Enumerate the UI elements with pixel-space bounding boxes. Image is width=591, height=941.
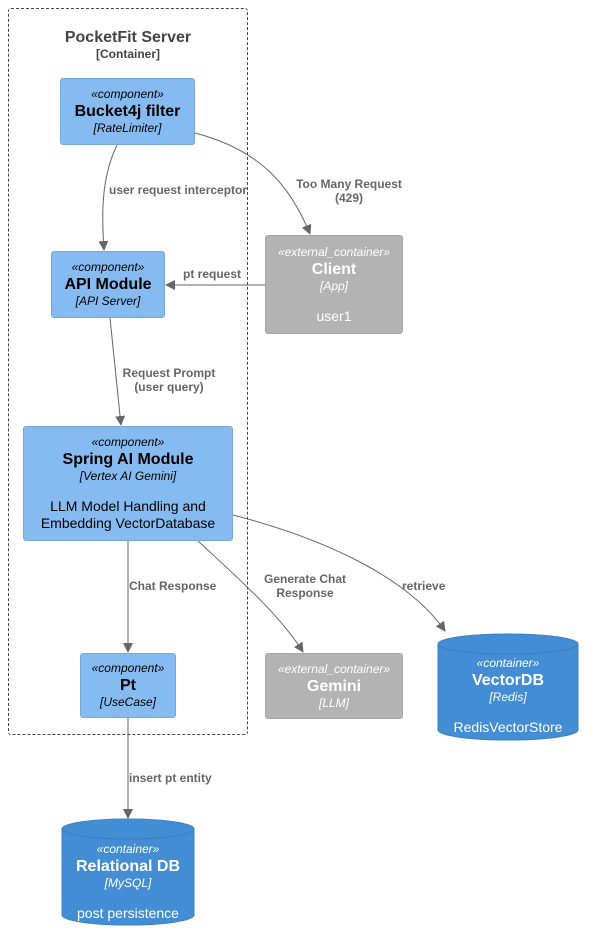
edge-label-chat-response: Chat Response — [129, 579, 217, 593]
bucket4j-filter-node: «component» Bucket4j filter [RateLimiter… — [60, 78, 195, 145]
relational-db-cylinder — [61, 818, 195, 926]
node-tech: [RateLimiter] — [93, 121, 162, 135]
pocketfit-server-boundary: PocketFit Server [Container] — [8, 8, 248, 735]
node-name: Spring AI Module — [62, 451, 194, 468]
pt-node: «component» Pt [UseCase] — [80, 653, 176, 718]
edge-retrieve — [232, 514, 446, 632]
gemini-node: «external_container» Gemini [LLM] — [265, 653, 403, 719]
edge-label-line: Generate Chat — [263, 572, 347, 586]
boundary-title: PocketFit Server — [64, 29, 192, 46]
node-stereotype: «component» — [91, 435, 165, 449]
node-stereotype: «external_container» — [277, 244, 391, 259]
edge-label-line: Response — [276, 586, 334, 600]
edge-label-generate-chat: Generate Chat Response — [256, 572, 354, 600]
edge-label-insert-pt: insert pt entity — [129, 771, 212, 785]
node-tech: [Vertex AI Gemini] — [79, 469, 177, 483]
node-stereotype: «component» — [91, 661, 165, 675]
edge-label-interceptor: user request interceptor — [109, 183, 248, 197]
node-tech: [UseCase] — [99, 695, 157, 709]
node-stereotype: «container» — [96, 842, 160, 856]
node-name: API Module — [64, 276, 152, 293]
node-name: Pt — [120, 677, 136, 694]
node-tech: [API Server] — [75, 294, 141, 308]
edge-label-pt-request: pt request — [183, 267, 242, 281]
edge-label-request-prompt: Request Prompt (user query) — [118, 366, 220, 394]
client-node: «external_container» Client [App] user1 — [265, 235, 403, 334]
edge-request-prompt — [109, 317, 126, 426]
node-tech: [Redis] — [489, 690, 527, 704]
edge-label-line: (user query) — [134, 380, 204, 394]
edge-label-retrieve: retrieve — [402, 579, 446, 593]
node-stereotype: «component» — [91, 87, 164, 101]
node-description-line2: Embedding VectorDatabase — [40, 515, 216, 531]
edge-label-line: Request Prompt — [122, 366, 216, 380]
edge-label-line: Too Many Request — [296, 177, 402, 191]
node-stereotype: «external_container» — [277, 661, 391, 676]
node-tech: [App] — [319, 278, 349, 293]
node-description: post persistence — [77, 905, 179, 921]
vectordb-label: «container» VectorDB [Redis] RedisVector… — [438, 656, 578, 736]
node-stereotype: «component» — [71, 260, 145, 274]
spring-ai-module-node: «component» Spring AI Module [Vertex AI … — [23, 426, 233, 541]
relational-db-label: «container» Relational DB [MySQL] post p… — [62, 842, 194, 922]
node-description: RedisVectorStore — [453, 719, 563, 735]
node-name: Bucket4j filter — [74, 103, 181, 120]
api-module-node: «component» API Module [API Server] — [51, 251, 165, 318]
edge-label-line: (429) — [334, 191, 363, 205]
edge-generate-chat — [197, 540, 304, 653]
node-tech: [LLM] — [318, 695, 349, 710]
node-tech: [MySQL] — [104, 876, 152, 890]
node-name: Client — [311, 260, 357, 278]
node-description: user1 — [316, 307, 352, 324]
node-stereotype: «container» — [476, 656, 540, 670]
node-name: Relational DB — [75, 858, 180, 875]
boundary-subtitle: [Container] — [96, 47, 160, 61]
edge-interceptor — [98, 144, 118, 251]
edge-label-too-many-request: Too Many Request (429) — [288, 177, 410, 205]
node-name: Gemini — [306, 677, 362, 695]
vectordb-cylinder — [437, 633, 579, 741]
node-name: VectorDB — [471, 672, 545, 689]
node-description-line1: LLM Model Handling and — [50, 498, 206, 514]
edge-too-many-request — [194, 132, 312, 235]
